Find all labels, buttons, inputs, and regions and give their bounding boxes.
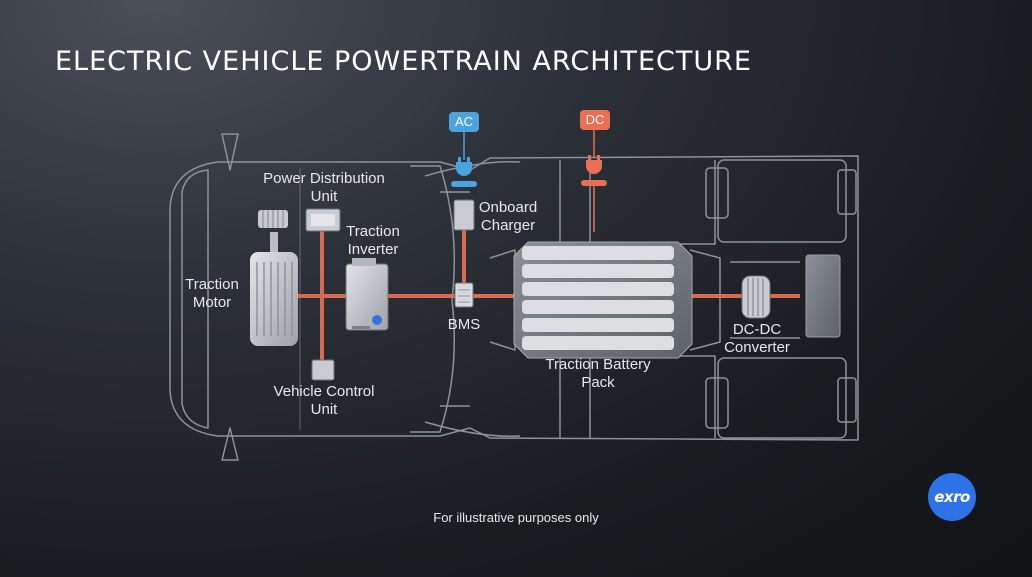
footnote: For illustrative purposes only — [433, 510, 599, 525]
rear-module-icon — [805, 254, 841, 338]
charger-label: Onboard Charger — [478, 199, 538, 234]
bms-icon — [454, 282, 474, 308]
inverter-label: Traction Inverter — [346, 223, 400, 258]
logo-text: exro — [934, 488, 970, 506]
battery-label: Traction Battery Pack — [545, 356, 651, 391]
vehicle-control-unit-icon — [311, 359, 335, 381]
dcdc-label: DC-DC Converter — [724, 321, 790, 356]
ac-tag: AC — [449, 112, 479, 132]
dc-tag: DC — [580, 110, 610, 130]
power-distribution-unit-icon — [305, 208, 341, 232]
dc-plug-icon — [581, 130, 607, 186]
vcu-label: Vehicle Control Unit — [273, 383, 375, 418]
traction-motor-icon — [250, 210, 298, 346]
exro-logo: exro — [928, 473, 976, 521]
traction-battery-pack-icon — [513, 241, 693, 359]
pdu-label: Power Distribution Unit — [263, 170, 385, 205]
bms-label: BMS — [447, 316, 481, 333]
ac-plug-icon — [451, 132, 477, 187]
traction-inverter-icon — [345, 258, 389, 331]
motor-label: Traction Motor — [185, 276, 239, 311]
vehicle-outline — [169, 133, 859, 461]
onboard-charger-icon — [453, 199, 475, 231]
dc-dc-converter-icon — [741, 275, 771, 319]
page-title: ELECTRIC VEHICLE POWERTRAIN ARCHITECTURE — [55, 46, 752, 77]
